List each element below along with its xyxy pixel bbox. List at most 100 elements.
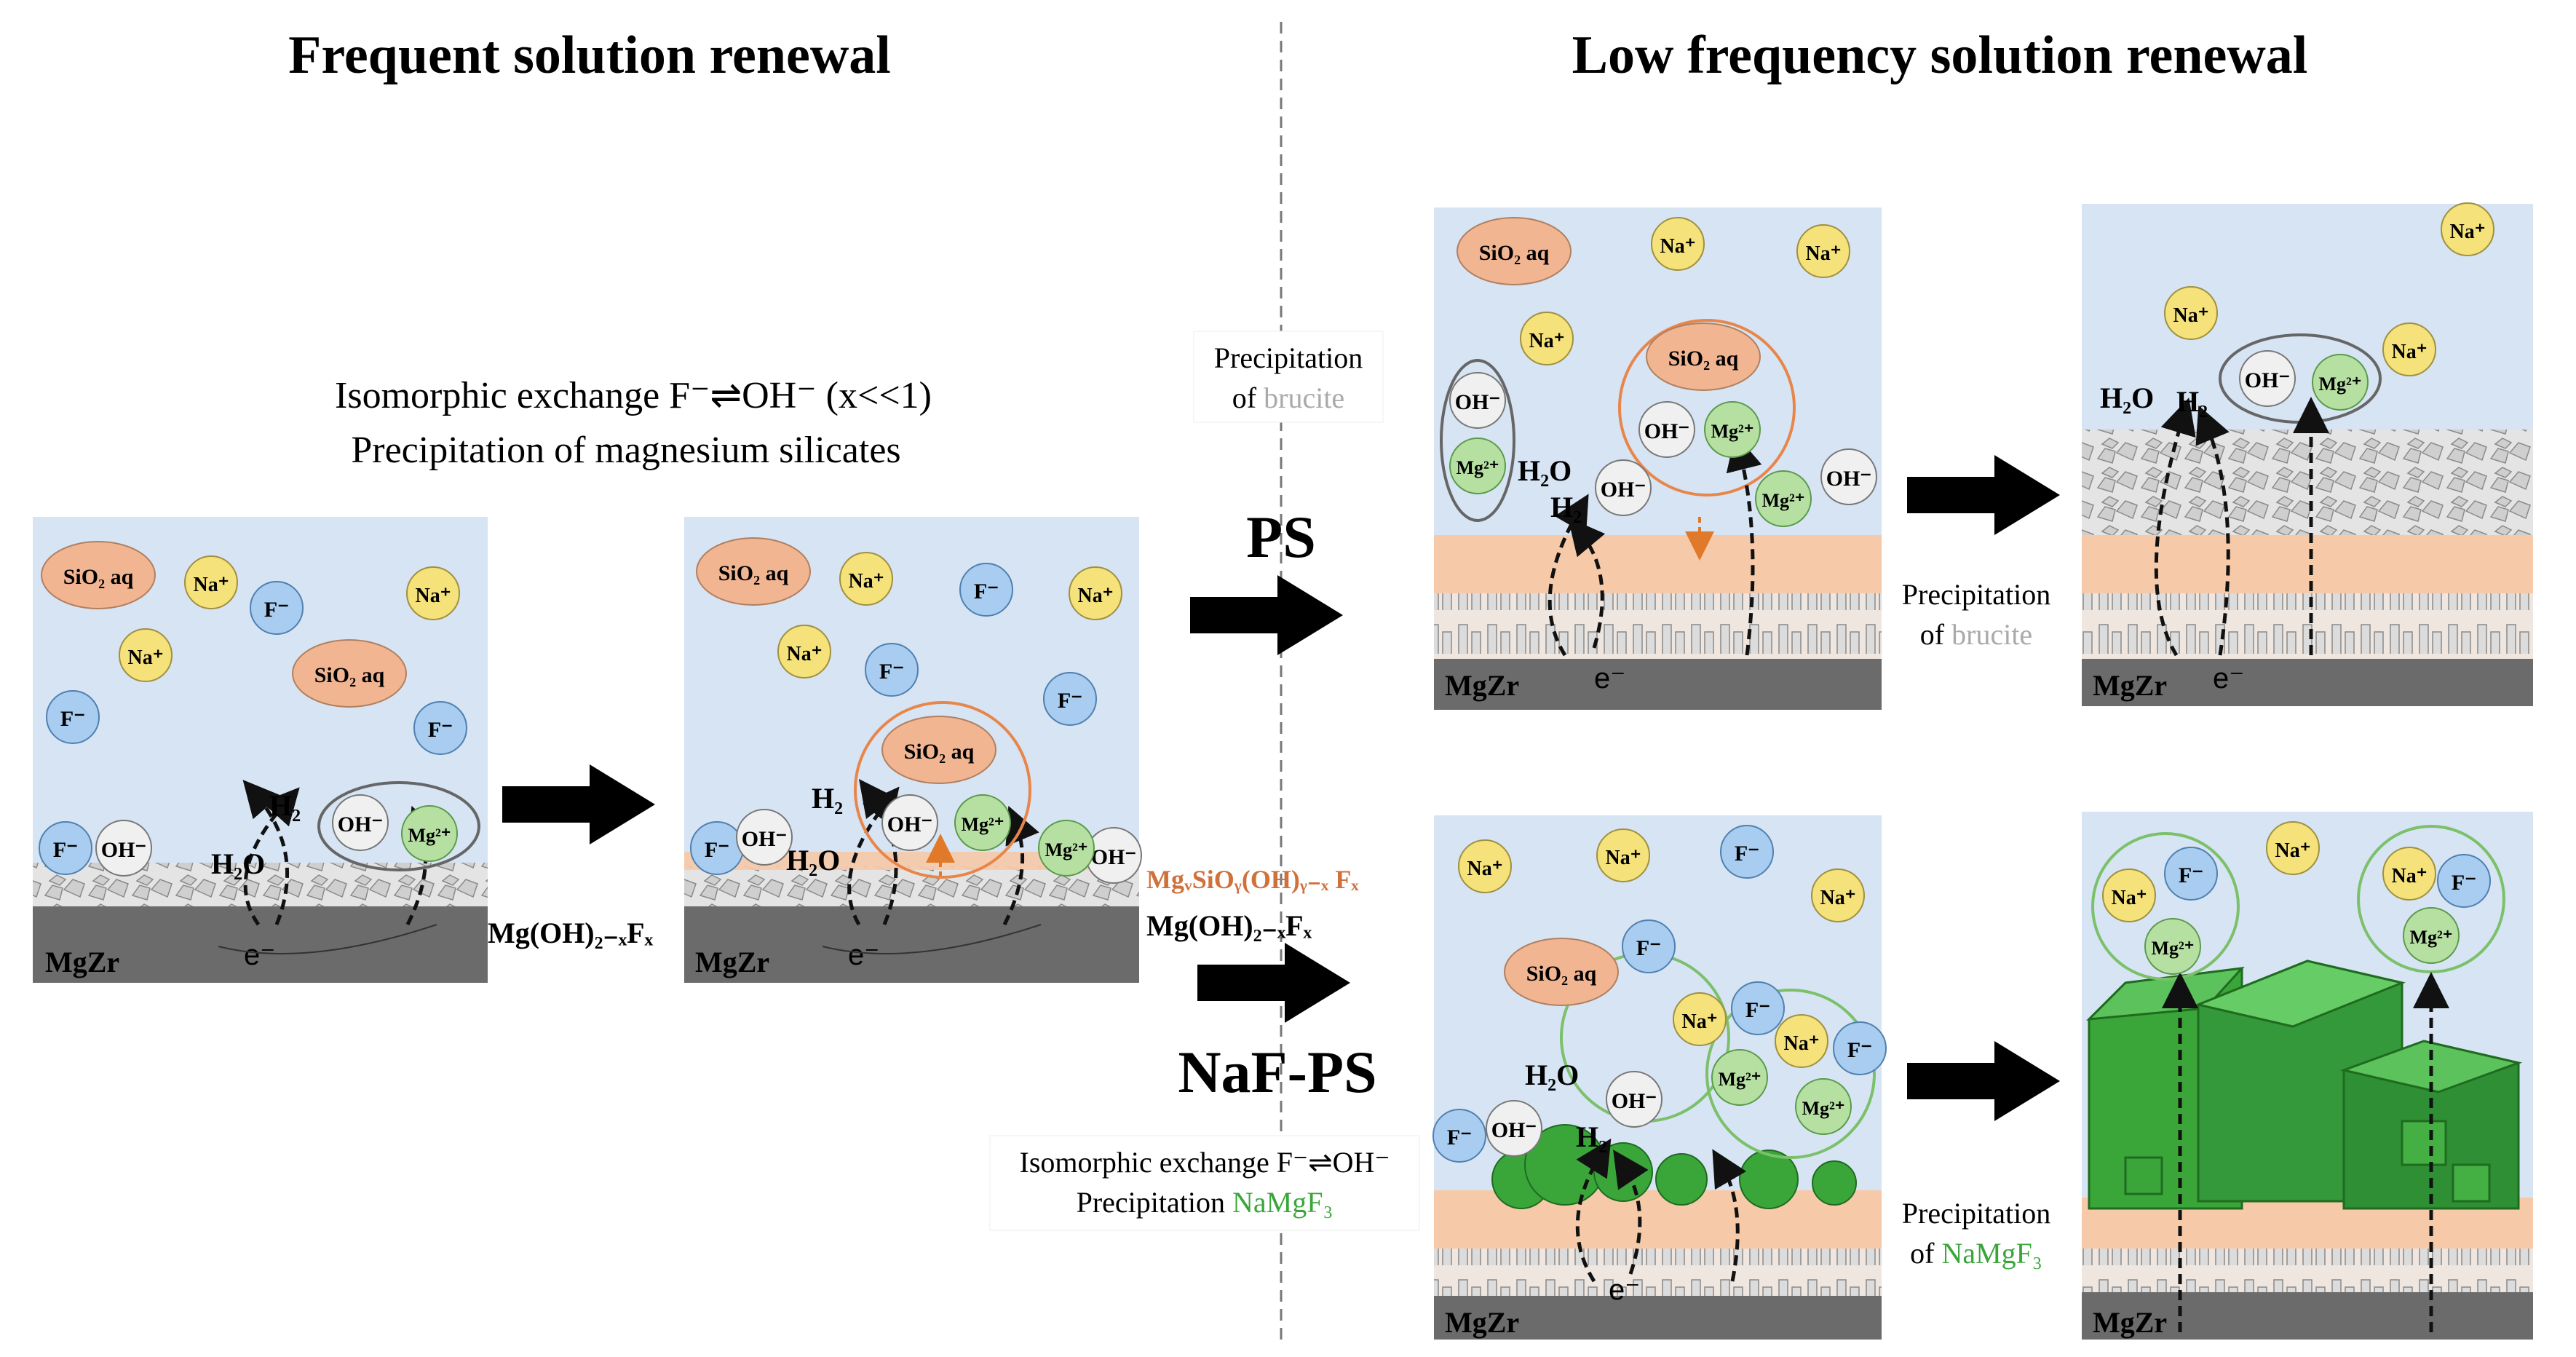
- svg-text:Na⁺: Na⁺: [1820, 887, 1856, 909]
- title-right: Low frequency solution renewal: [1572, 25, 2308, 85]
- svg-text:F⁻: F⁻: [264, 598, 289, 622]
- layer-label-mgoh: Mg(OH)₂₋ₓFₓ: [488, 917, 654, 949]
- reaction-arrow: [1726, 433, 1762, 656]
- reaction-arrow: [1613, 1150, 1649, 1275]
- ion-f: F⁻: [1833, 1021, 1887, 1075]
- ion-na: Na⁺: [2102, 869, 2156, 922]
- reaction-arrow: [242, 780, 289, 925]
- svg-text:Na⁺: Na⁺: [1660, 235, 1696, 258]
- svg-text:Mg²⁺: Mg²⁺: [1761, 490, 1804, 511]
- svg-text:Mg²⁺: Mg²⁺: [2318, 373, 2361, 395]
- ion-na: Na⁺: [1520, 312, 1574, 365]
- svg-text:Na⁺: Na⁺: [416, 585, 451, 607]
- ion-f: F⁻: [1432, 1109, 1486, 1163]
- ion-mg: Mg²⁺: [1704, 401, 1761, 458]
- substrate-label: MgZr: [2093, 1306, 2167, 1339]
- ion-mg: Mg²⁺: [1449, 438, 1506, 494]
- substrate-label: MgZr: [45, 946, 119, 978]
- ion-mg: Mg²⁺: [1711, 1049, 1768, 1106]
- ion-oh: OH⁻: [2239, 350, 2296, 407]
- ion-na: Na⁺: [777, 625, 831, 678]
- svg-text:F⁻: F⁻: [1636, 936, 1661, 960]
- ion-f: F⁻: [959, 563, 1013, 617]
- reaction-arrow: [859, 778, 898, 925]
- ion-na: Na⁺: [2382, 847, 2436, 901]
- svg-text:F⁻: F⁻: [1447, 1125, 1472, 1150]
- namgf3-crystals: [2085, 960, 2523, 1210]
- svg-text:Na⁺: Na⁺: [1529, 330, 1565, 352]
- process-arrow-nafps: [1197, 943, 1350, 1023]
- h2o-label: H₂O: [2100, 381, 2154, 414]
- svg-text:Mg²⁺: Mg²⁺: [1711, 421, 1753, 442]
- ion-f: F⁻: [250, 581, 304, 635]
- reaction-arrow: [1568, 517, 1606, 649]
- note-brucite-b: Precipitation of brucite: [1902, 578, 2050, 651]
- h2-label: H₂: [269, 789, 301, 822]
- h2-label: H₂: [1576, 1120, 1607, 1153]
- h2-label: H₂: [2176, 385, 2208, 418]
- svg-text:Na⁺: Na⁺: [2392, 341, 2428, 363]
- ion-f: F⁻: [690, 821, 744, 875]
- svg-text:F⁻: F⁻: [60, 707, 85, 731]
- substrate-label: MgZr: [2093, 669, 2167, 702]
- process-arrow: [502, 764, 655, 844]
- ion-na: Na⁺: [2164, 286, 2218, 340]
- ion-mg: Mg²⁺: [1795, 1078, 1852, 1135]
- panel-5: MgZr e⁻ H₂O H₂ Na⁺ Na⁺ Na⁺ Na⁺ Na⁺ SiO₂ …: [1432, 815, 1887, 1340]
- nafps-label: NaF-PS: [1178, 1039, 1376, 1105]
- svg-text:Precipitation: Precipitation: [1902, 1197, 2050, 1230]
- electron-label: e⁻: [2213, 662, 2244, 695]
- svg-text:Mg²⁺: Mg²⁺: [961, 814, 1004, 835]
- ion-na: Na⁺: [184, 555, 238, 609]
- svg-text:of NaMgF₃: of NaMgF₃: [1910, 1237, 2042, 1270]
- ion-f: F⁻: [413, 701, 467, 755]
- svg-text:F⁻: F⁻: [974, 579, 999, 604]
- h2o-label: H₂O: [1525, 1059, 1579, 1091]
- iso-note-line2: Precipitation of magnesium silicates: [351, 430, 900, 471]
- ion-mg: Mg²⁺: [401, 805, 458, 862]
- h2o-label: H₂O: [786, 844, 840, 877]
- svg-text:of brucite: of brucite: [1232, 381, 1344, 414]
- title-left: Frequent solution renewal: [288, 25, 891, 85]
- ion-na: Na⁺: [1811, 869, 1865, 922]
- ion-sio2: SiO₂ aq: [881, 716, 996, 784]
- h2-label: H₂: [812, 782, 843, 815]
- svg-text:F⁻: F⁻: [705, 838, 729, 862]
- svg-text:Na⁺: Na⁺: [787, 643, 823, 665]
- svg-text:SiO₂ aq: SiO₂ aq: [63, 565, 134, 589]
- ion-sio2: SiO₂ aq: [41, 541, 156, 609]
- h2-label: H₂: [1550, 491, 1582, 523]
- ion-mg: Mg²⁺: [2312, 354, 2369, 411]
- svg-text:Na⁺: Na⁺: [1784, 1032, 1820, 1055]
- ion-f: F⁻: [865, 643, 919, 697]
- note-brucite-a: Precipitation of brucite: [1193, 331, 1384, 423]
- svg-text:Na⁺: Na⁺: [2450, 221, 2486, 243]
- ion-f: F⁻: [2437, 854, 2491, 908]
- svg-text:OH⁻: OH⁻: [1455, 390, 1501, 414]
- svg-text:SiO₂ aq: SiO₂ aq: [904, 740, 975, 764]
- ion-f: F⁻: [1043, 672, 1097, 726]
- svg-text:SiO₂ aq: SiO₂ aq: [718, 561, 789, 585]
- substrate-label: MgZr: [1445, 1306, 1519, 1339]
- svg-text:OH⁻: OH⁻: [1091, 845, 1137, 869]
- svg-text:F⁻: F⁻: [1847, 1038, 1872, 1062]
- panel-4: MgZr e⁻ H₂O H₂ Na⁺ Na⁺ Na⁺ OH⁻ Mg²⁺: [2082, 202, 2533, 706]
- ion-oh: OH⁻: [1606, 1071, 1662, 1128]
- ion-sio2: SiO₂ aq: [696, 537, 811, 606]
- ion-na: Na⁺: [1596, 828, 1650, 882]
- ion-oh: OH⁻: [332, 794, 389, 851]
- process-arrow-ps: [1190, 575, 1343, 655]
- svg-text:F⁻: F⁻: [879, 660, 904, 684]
- svg-text:Na⁺: Na⁺: [1606, 847, 1641, 869]
- svg-text:OH⁻: OH⁻: [1601, 478, 1646, 502]
- reaction-arrow: [2154, 397, 2196, 657]
- svg-text:OH⁻: OH⁻: [338, 812, 384, 836]
- svg-text:Na⁺: Na⁺: [2112, 887, 2147, 909]
- h2o-label: H₂O: [1518, 454, 1572, 487]
- h2o-label: H₂O: [211, 847, 265, 880]
- svg-text:F⁻: F⁻: [2179, 863, 2203, 887]
- svg-text:Mg²⁺: Mg²⁺: [1718, 1069, 1761, 1090]
- ion-oh: OH⁻: [1820, 448, 1877, 505]
- svg-text:Na⁺: Na⁺: [2173, 304, 2209, 327]
